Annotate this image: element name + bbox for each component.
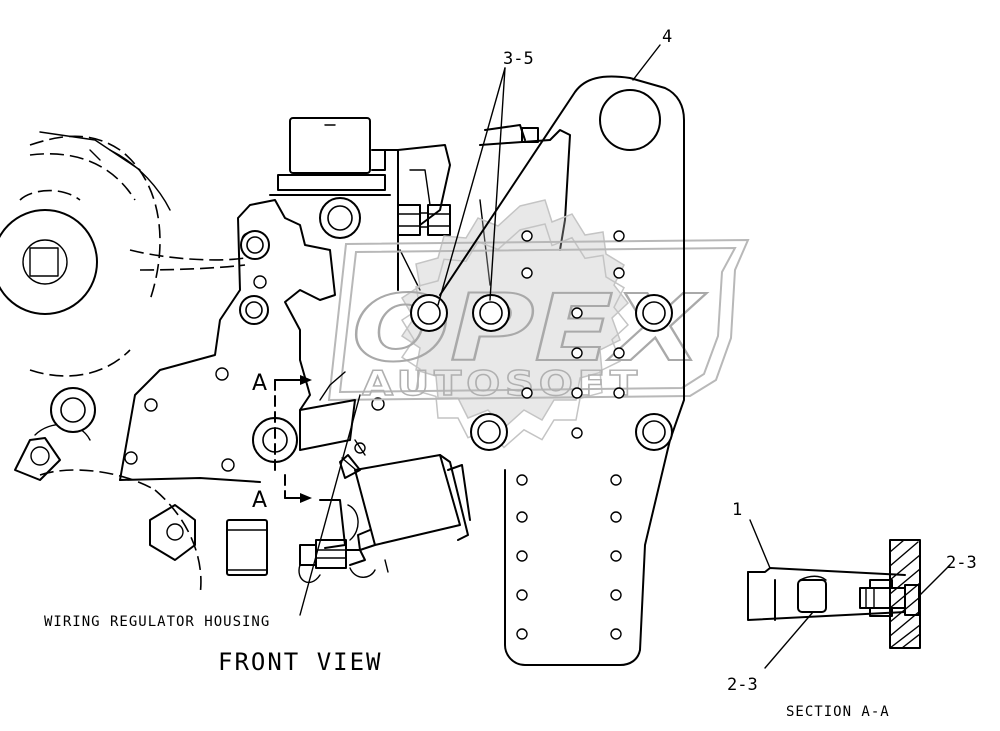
callout-2-3-right: 2-3 [946,553,977,573]
bracket-holes [516,230,625,640]
watermark-subtitle: AUTOSOFT [362,364,642,404]
section-marker-bottom: A [252,488,267,513]
callout-4: 4 [662,27,672,47]
section-marker-top: A [252,371,267,396]
callout-3-5: 3-5 [503,49,534,69]
callout-2-3-bottom: 2-3 [727,675,758,695]
leader-lines [299,44,951,669]
wiring-regulator-housing [226,399,471,584]
hub-ring [0,209,98,315]
callout-1: 1 [732,500,742,520]
regulator-assembly [269,117,571,291]
bracket-bolts [410,294,673,451]
bracket-part-4 [410,75,685,666]
engine-housing [0,131,385,596]
label-wiring-regulator-housing: WIRING REGULATOR HOUSING [44,614,270,630]
section-a-a-detail [747,539,921,649]
label-front-view: FRONT VIEW [218,648,383,676]
section-cut-marker: A A [252,371,312,513]
bracket-top-hole [599,89,661,151]
label-section-a-a: SECTION A-A [786,704,890,720]
watermark-logo: OPEX AUTOSOFT [327,199,750,449]
